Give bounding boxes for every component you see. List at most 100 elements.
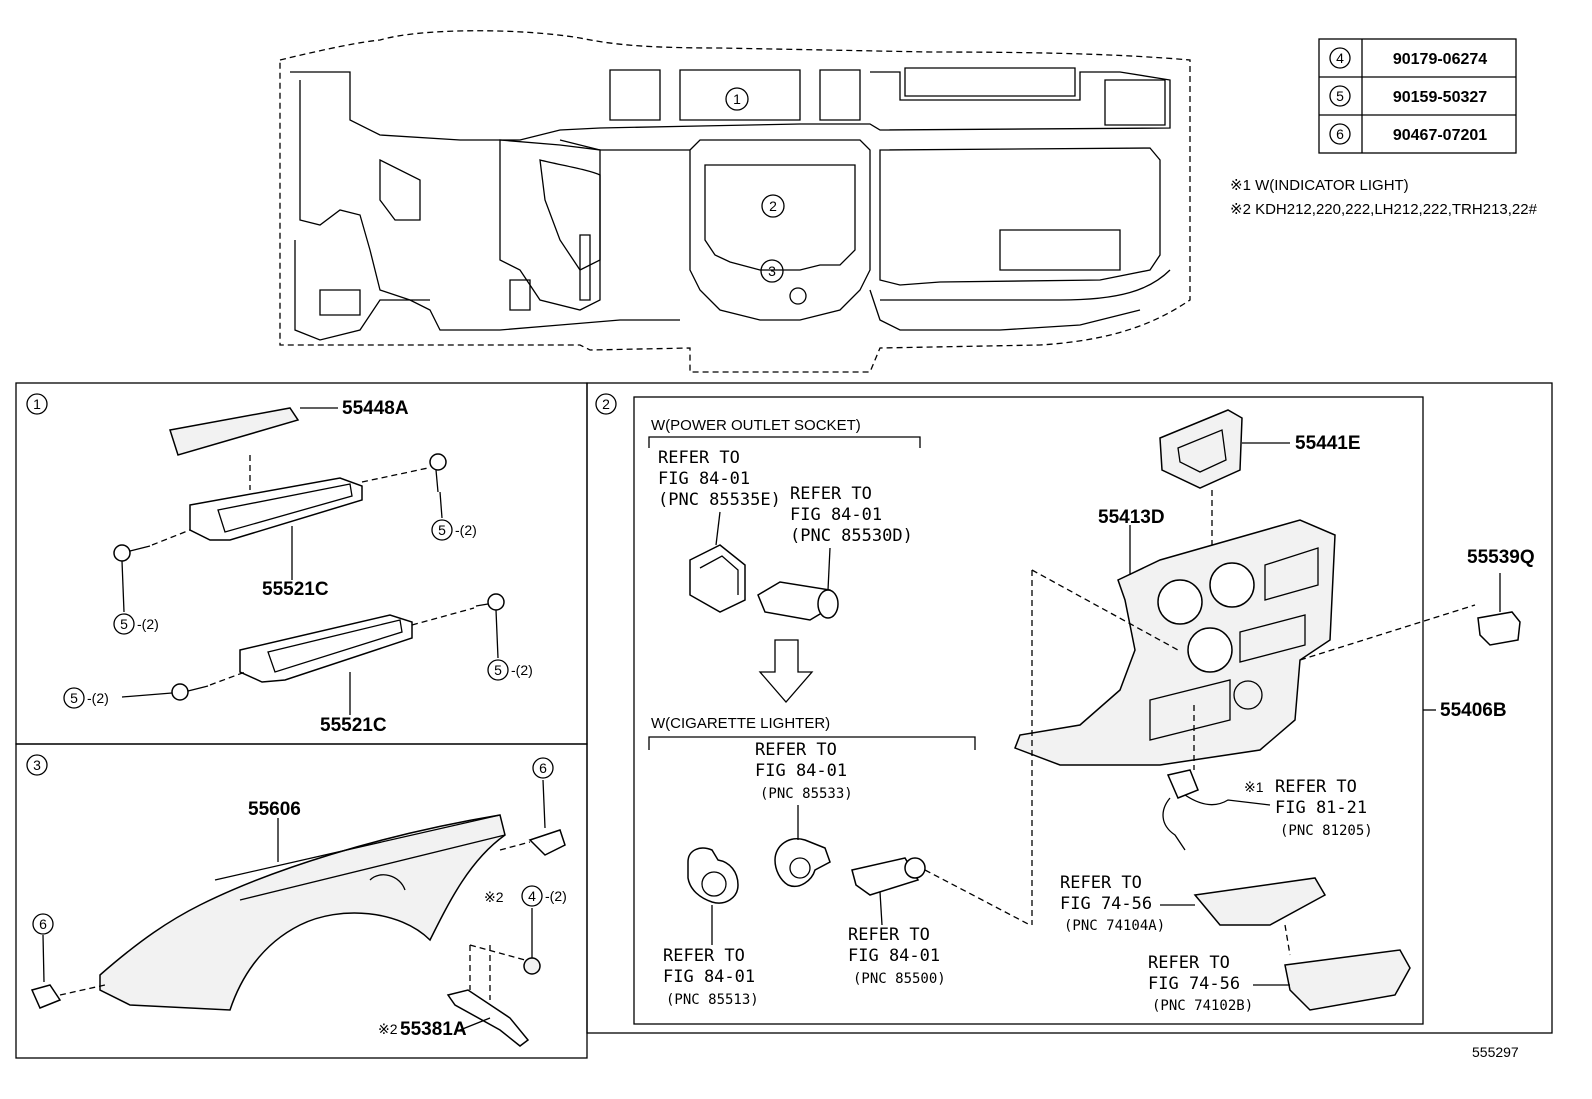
svg-text:6: 6 — [539, 760, 547, 776]
instrument-panel-overview: 1 2 3 — [279, 30, 1191, 373]
svg-text:90179-06274: 90179-06274 — [1393, 51, 1487, 68]
svg-text:FIG 84-01: FIG 84-01 — [663, 967, 755, 987]
svg-text:FIG 74-56: FIG 74-56 — [1148, 974, 1240, 994]
part-label-55413D: 55413D — [1098, 507, 1165, 528]
part-label-55539Q: 55539Q — [1467, 547, 1535, 568]
figure-id: 555297 — [1472, 1044, 1519, 1060]
svg-text:2: 2 — [769, 198, 777, 214]
overview-callout-3: 3 — [760, 259, 784, 283]
power-outlet-socket-icon — [689, 511, 746, 613]
ref-85530D: REFER TO FIG 84-01 (PNC 85530D) — [790, 484, 913, 546]
svg-text:※2: ※2 — [378, 1021, 398, 1037]
svg-text:(PNC 81205): (PNC 81205) — [1280, 823, 1373, 839]
svg-text:1: 1 — [33, 396, 41, 412]
part-label-55521C-lower: 55521C — [320, 715, 387, 736]
svg-text:REFER TO: REFER TO — [755, 740, 837, 760]
svg-text:FIG 84-01: FIG 84-01 — [658, 469, 750, 489]
socket-icon — [757, 547, 839, 621]
tray-74104A — [1160, 877, 1327, 956]
svg-text:(PNC 74102B): (PNC 74102B) — [1152, 998, 1253, 1014]
svg-text:(PNC 85533): (PNC 85533) — [760, 786, 853, 802]
screw-icon — [361, 453, 447, 493]
svg-text:REFER TO: REFER TO — [658, 448, 740, 468]
svg-text:FIG 81-21: FIG 81-21 — [1275, 798, 1367, 818]
overview-callout-2: 2 — [761, 194, 785, 218]
ref-85533: REFER TO FIG 84-01 (PNC 85533) — [755, 740, 853, 802]
legend-row: 5 90159-50327 — [1329, 85, 1487, 107]
legend-row: 4 90179-06274 — [1329, 47, 1487, 69]
screw-icon — [411, 593, 505, 626]
svg-text:5: 5 — [70, 690, 78, 706]
footnote-1: ※1 W(INDICATOR LIGHT) — [1230, 177, 1409, 194]
svg-text:(PNC 74104A): (PNC 74104A) — [1064, 918, 1165, 934]
ref-74104A: REFER TO FIG 74-56 (PNC 74104A) — [1060, 873, 1165, 934]
panel-2: 2 W(POWER OUTLET SOCKET) REFER TO FIG 84… — [586, 382, 1553, 1034]
down-arrow-icon — [758, 639, 814, 703]
screw-icon — [113, 529, 191, 562]
power-outlet-header: W(POWER OUTLET SOCKET) — [651, 417, 861, 434]
clip-icon — [30, 934, 106, 1009]
qty4-callout: ※2 4 -(2) — [484, 885, 567, 907]
svg-text:5: 5 — [438, 522, 446, 538]
lower-panel-55606 — [99, 814, 506, 1011]
legend-row: 6 90467-07201 — [1329, 123, 1487, 145]
footnotes: ※1 W(INDICATOR LIGHT) ※2 KDH212,220,222,… — [1230, 177, 1538, 218]
qty6-callout: 6 — [532, 757, 554, 779]
lighter-ring-icon — [774, 805, 831, 887]
svg-text:-(2): -(2) — [87, 690, 109, 706]
nut-icon — [523, 908, 541, 975]
qty-callout: 5 -(2) — [487, 609, 533, 681]
screw-icon — [171, 671, 246, 701]
svg-text:REFER TO: REFER TO — [790, 484, 872, 504]
svg-text:5: 5 — [120, 616, 128, 632]
svg-text:4: 4 — [528, 888, 536, 904]
svg-text:5: 5 — [494, 662, 502, 678]
part-label-55606: 55606 — [248, 799, 301, 820]
svg-text:90467-07201: 90467-07201 — [1393, 127, 1487, 144]
part-label-55448A: 55448A — [342, 398, 409, 419]
svg-text:-(2): -(2) — [545, 888, 567, 904]
qty-callout: 5 -(2) — [113, 560, 159, 635]
cigarette-lighter-header: W(CIGARETTE LIGHTER) — [651, 715, 830, 732]
overview-callout-1: 1 — [725, 87, 749, 111]
svg-text:-(2): -(2) — [137, 616, 159, 632]
ref-85535E: REFER TO FIG 84-01 (PNC 85535E) — [658, 448, 781, 510]
svg-text:3: 3 — [33, 757, 41, 773]
svg-text:REFER TO: REFER TO — [1275, 777, 1357, 797]
indicator-bulb-icon — [1162, 705, 1271, 851]
part-label-55406B: 55406B — [1440, 700, 1507, 721]
bezel-55441E — [1159, 409, 1290, 545]
svg-text:5: 5 — [1336, 88, 1344, 104]
svg-text:6: 6 — [39, 916, 47, 932]
cap-55539Q — [1299, 573, 1521, 661]
tray-74102B — [1253, 949, 1411, 1011]
svg-text:90159-50327: 90159-50327 — [1393, 89, 1487, 106]
svg-text:REFER TO: REFER TO — [663, 946, 745, 966]
svg-text:REFER TO: REFER TO — [1148, 953, 1230, 973]
svg-text:6: 6 — [1336, 126, 1344, 142]
bracket-55381A — [446, 944, 530, 1047]
svg-text:-(2): -(2) — [511, 662, 533, 678]
svg-text:※2: ※2 — [484, 889, 504, 905]
panel-1: 1 55448A 55521C 55521C — [15, 382, 588, 745]
svg-text:2: 2 — [602, 396, 610, 412]
lighter-plug-icon — [851, 857, 1031, 926]
center-panel-55413D — [1014, 519, 1336, 766]
svg-text:REFER TO: REFER TO — [1060, 873, 1142, 893]
svg-text:4: 4 — [1336, 50, 1344, 66]
svg-text:FIG 74-56: FIG 74-56 — [1060, 894, 1152, 914]
part-label-55381A: 55381A — [400, 1019, 467, 1040]
qty-callout: 5 -(2) — [431, 491, 477, 541]
svg-text:REFER TO: REFER TO — [848, 925, 930, 945]
svg-text:(PNC 85500): (PNC 85500) — [853, 971, 946, 987]
ref-74102B: REFER TO FIG 74-56 (PNC 74102B) — [1148, 953, 1253, 1014]
ref-85500: REFER TO FIG 84-01 (PNC 85500) — [848, 925, 946, 987]
svg-text:FIG 84-01: FIG 84-01 — [848, 946, 940, 966]
svg-text:3: 3 — [768, 263, 776, 279]
footnote-2: ※2 KDH212,220,222,LH212,222,TRH213,22# — [1230, 201, 1538, 218]
svg-text:(PNC 85513): (PNC 85513) — [666, 992, 759, 1008]
svg-text:-(2): -(2) — [455, 522, 477, 538]
svg-text:FIG 84-01: FIG 84-01 — [790, 505, 882, 525]
panel-3: 3 55606 6 6 — [15, 743, 588, 1059]
